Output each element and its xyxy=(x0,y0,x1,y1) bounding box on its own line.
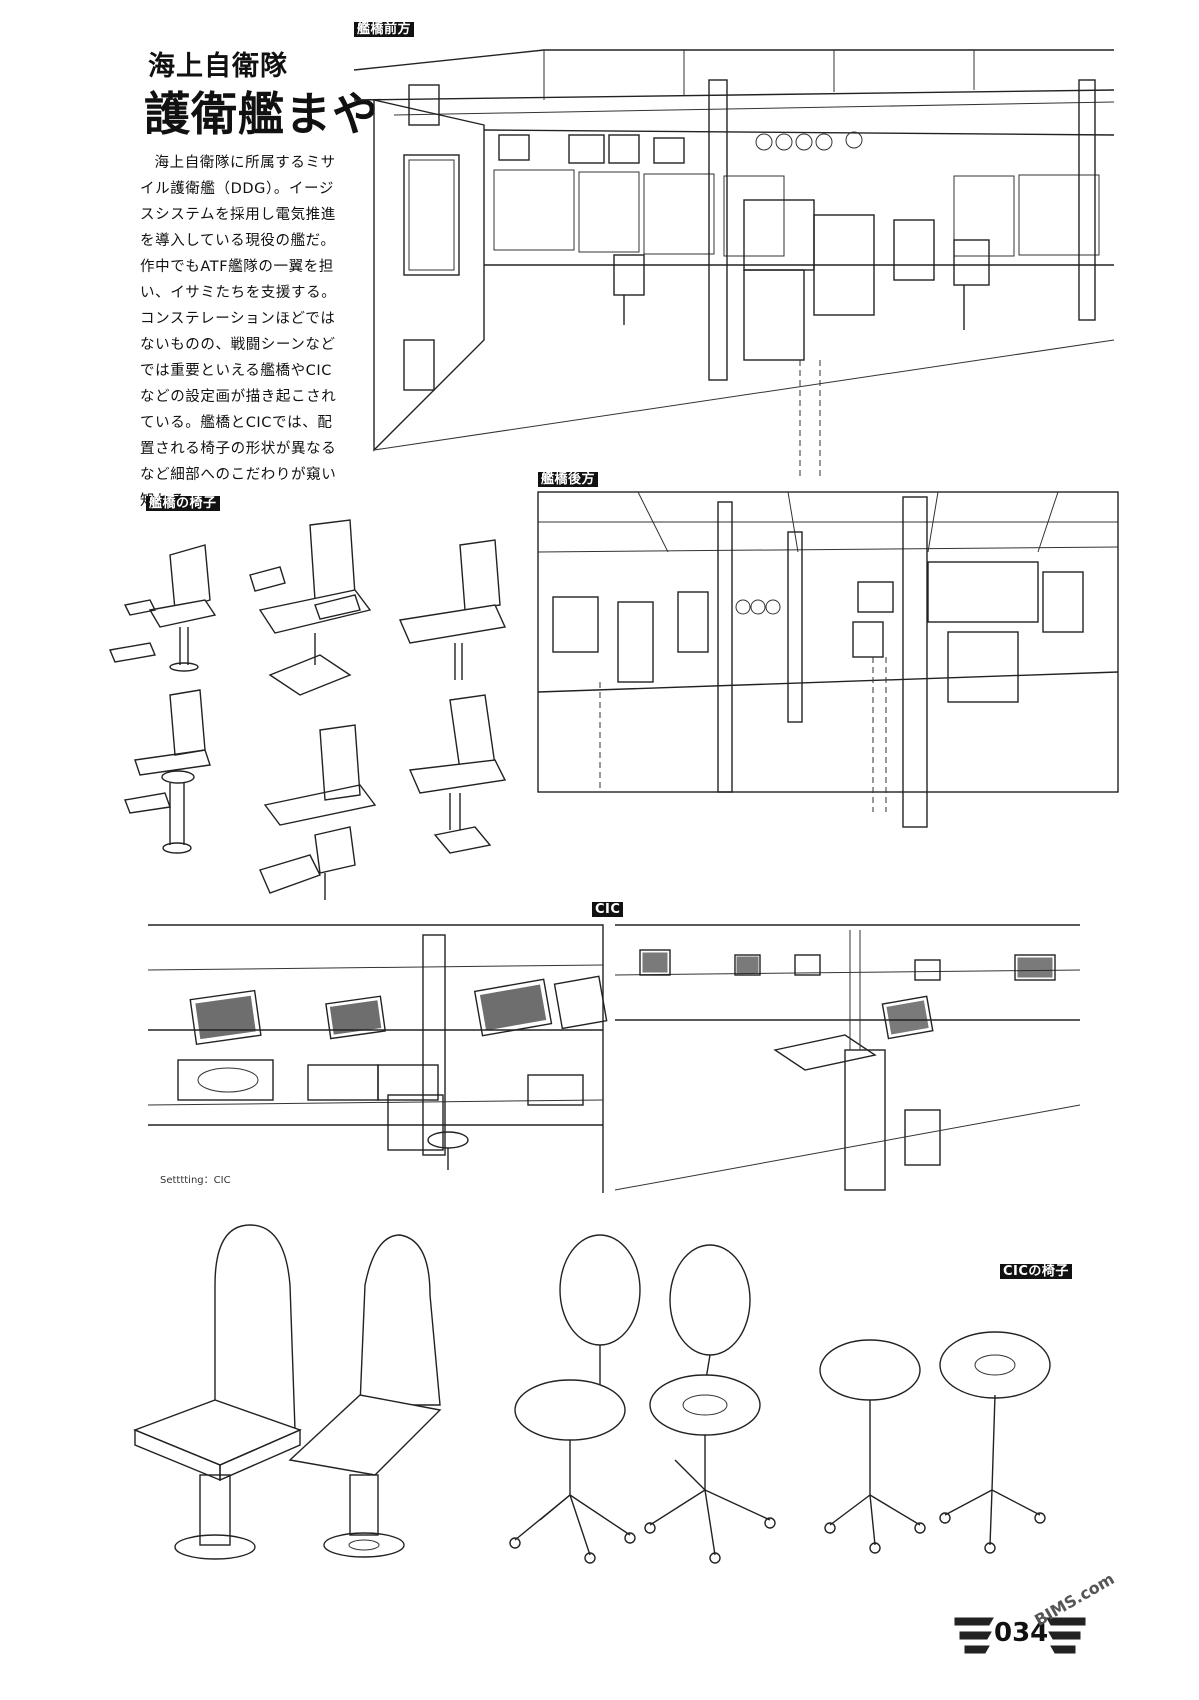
label-bridge-front: 艦橋前方 xyxy=(354,22,415,37)
intro-line: い、イサミたちを支援する。 xyxy=(140,285,337,301)
intro-line: を導入している現役の艦だ。 xyxy=(140,233,336,249)
cic-stool-e xyxy=(819,1339,926,1554)
intro-line: イル護衛艦（DDG）。イージ xyxy=(140,181,334,197)
cic-chairs-illustration xyxy=(133,1224,1051,1564)
bridge-chair-3 xyxy=(398,539,507,680)
cic-chair-d xyxy=(644,1244,776,1564)
cic-setting-caption: Setttting：CIC xyxy=(160,1175,231,1186)
cic-chair-a xyxy=(133,1224,302,1560)
bridge-chair-5 xyxy=(259,724,377,900)
page-number: 034 xyxy=(994,1618,1049,1648)
intro-line: 作中でもATF艦隊の一翼を担 xyxy=(140,259,334,275)
bridge-chairs-illustration xyxy=(109,519,507,900)
cic-right-illustration xyxy=(614,924,1081,1191)
bridge-rear-illustration xyxy=(537,491,1119,828)
intro-paragraph: 海上自衛隊に所属するミサ イル護衛艦（DDG）。イージ スシステムを採用し電気推… xyxy=(140,150,340,514)
series-subtitle: 海上自衛隊 xyxy=(148,51,288,82)
intro-line: などの設定画が描き起こされ xyxy=(140,389,337,405)
bridge-chair-1 xyxy=(109,544,217,672)
cic-left-illustration xyxy=(147,924,608,1193)
bridge-chair-6 xyxy=(408,694,507,854)
intro-line: 海上自衛隊に所属するミサ xyxy=(154,155,336,171)
label-cic: CIC xyxy=(592,902,624,917)
page-title: 護衛艦まや xyxy=(144,87,379,141)
page-number-emblem xyxy=(954,1617,1086,1654)
intro-line: 置される椅子の形状が異なる xyxy=(140,441,337,457)
intro-line: スシステムを採用し電気推進 xyxy=(140,207,336,223)
cic-chair-c xyxy=(509,1234,641,1564)
intro-line: ないものの、戦闘シーンなど xyxy=(140,337,336,353)
label-cic-chairs: CICの椅子 xyxy=(1000,1264,1072,1279)
bridge-chair-4 xyxy=(124,689,211,854)
label-bridge-chairs: 艦橋の椅子 xyxy=(146,496,220,511)
intro-line: ている。艦橋とCICでは、配 xyxy=(140,415,333,431)
intro-line: コンステレーションほどでは xyxy=(140,311,336,327)
cic-chair-b xyxy=(288,1234,442,1558)
bridge-front-illustration xyxy=(353,49,1115,480)
label-bridge-rear: 艦橋後方 xyxy=(538,472,599,487)
intro-line: では重要といえる艦橋やCIC xyxy=(140,363,332,379)
intro-line: など細部へのこだわりが窺い xyxy=(140,467,337,483)
bridge-chair-2 xyxy=(249,519,372,696)
cic-stool-f xyxy=(939,1331,1051,1554)
